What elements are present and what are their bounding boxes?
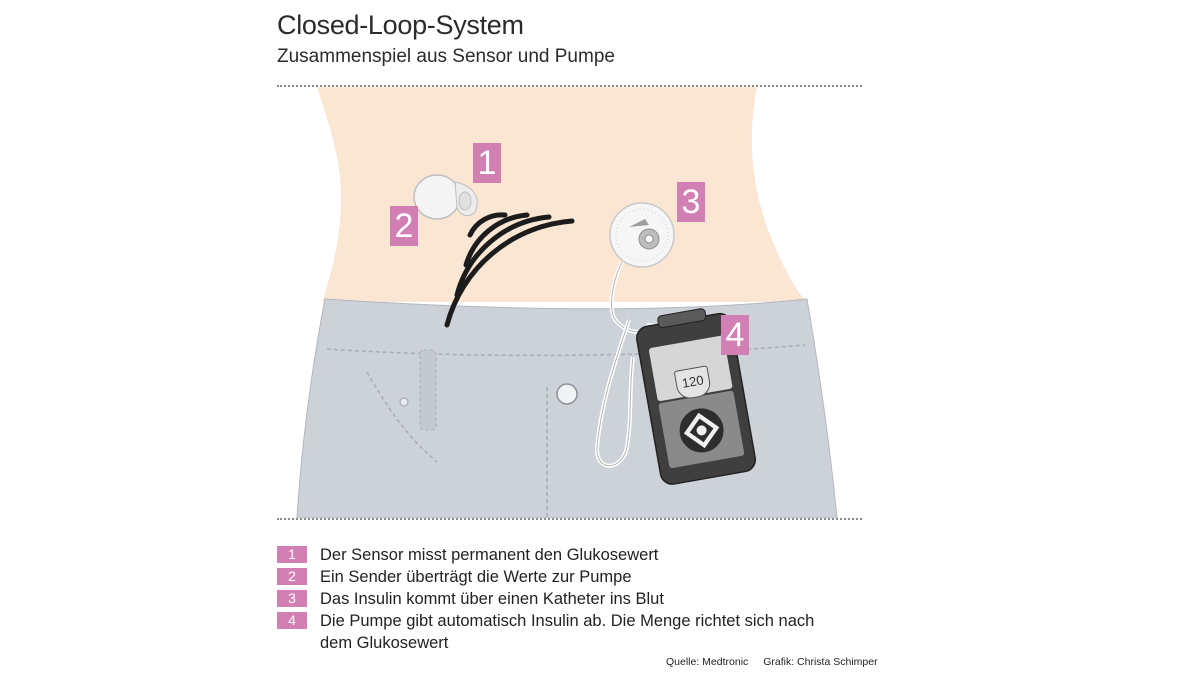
legend-item: 4 Die Pumpe gibt automatisch Insulin ab.… — [277, 610, 862, 654]
insulin-pump — [636, 308, 757, 485]
credits: Quelle: Medtronic Grafik: Christa Schimp… — [666, 656, 878, 668]
legend-text: Die Pumpe gibt automatisch Insulin ab. D… — [320, 612, 815, 652]
legend-text: Ein Sender überträgt die Werte zur Pumpe — [320, 568, 632, 586]
waistband — [326, 344, 806, 357]
body-illustration — [296, 87, 838, 518]
catheter-loop-outline — [596, 319, 634, 467]
jeans-button-icon — [556, 383, 578, 405]
pocket-seam — [366, 371, 438, 463]
legend-number: 4 — [277, 612, 307, 629]
marker-4: 4 — [721, 315, 749, 355]
diagram-subtitle: Zusammenspiel aus Sensor und Pumpe — [277, 46, 615, 67]
belt-loop — [419, 349, 437, 431]
jeans — [296, 298, 838, 518]
legend-text: Der Sensor misst permanent den Glukosewe… — [320, 546, 659, 564]
marker-3: 3 — [677, 182, 705, 222]
sensor-transmitter-icon — [413, 174, 478, 220]
legend: 1 Der Sensor misst permanent den Glukose… — [277, 544, 862, 654]
source-credit: Quelle: Medtronic — [666, 656, 749, 668]
marker-2: 2 — [390, 206, 418, 246]
legend-item: 2 Ein Sender überträgt die Werte zur Pum… — [277, 566, 862, 588]
legend-item: 3 Das Insulin kommt über einen Katheter … — [277, 588, 862, 610]
rivet-icon — [399, 397, 409, 407]
graphic-credit: Grafik: Christa Schimper — [763, 656, 878, 668]
legend-number: 3 — [277, 590, 307, 607]
legend-number: 1 — [277, 546, 307, 563]
diagram-title: Closed-Loop-System — [277, 10, 524, 40]
bottom-divider — [277, 518, 862, 520]
illustration: 120 1 2 3 4 — [277, 87, 862, 518]
torso-skin — [317, 87, 807, 302]
legend-text: Das Insulin kommt über einen Katheter in… — [320, 590, 664, 608]
legend-number: 2 — [277, 568, 307, 585]
marker-1: 1 — [473, 143, 501, 183]
top-divider — [277, 85, 862, 87]
legend-item: 1 Der Sensor misst permanent den Glukose… — [277, 544, 862, 566]
signal-waves-icon — [444, 212, 575, 328]
infusion-set-icon — [609, 202, 675, 268]
